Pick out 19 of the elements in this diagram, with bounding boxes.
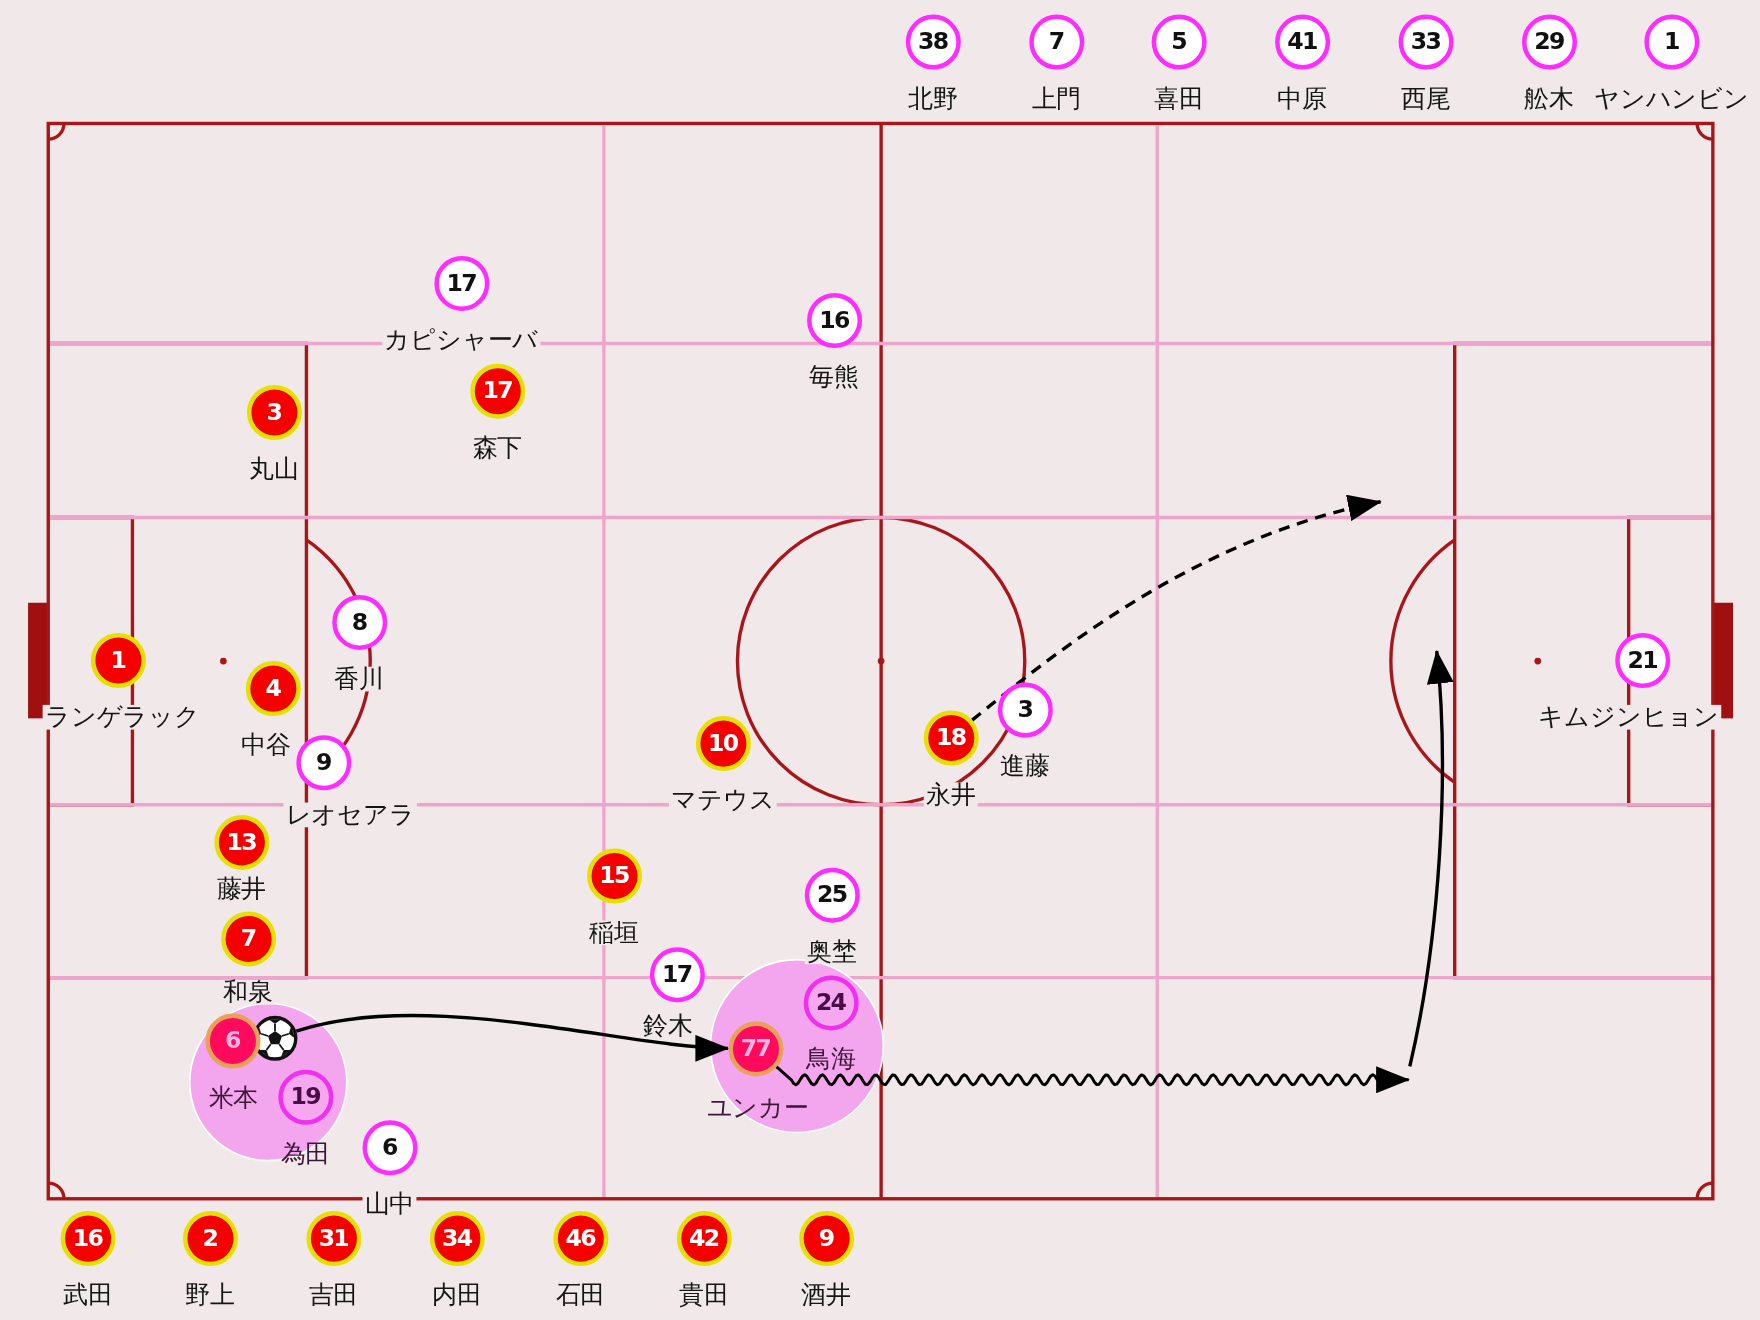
player-name: 西尾: [1398, 86, 1453, 112]
player-token: 34: [429, 1210, 485, 1266]
player-token: 16: [60, 1210, 116, 1266]
player-name: 野上: [182, 1282, 237, 1308]
player-token: 5: [1151, 14, 1207, 70]
player-token: 29: [1521, 14, 1577, 70]
player-name: 舩木: [1522, 86, 1576, 112]
player-name: 中原: [1275, 86, 1329, 112]
player-name: 北野: [905, 86, 960, 112]
player-token: 38: [905, 14, 961, 70]
player-token: 1: [1643, 14, 1699, 70]
player-token: 7: [1028, 14, 1084, 70]
player-token: 41: [1274, 14, 1330, 70]
player-token: 46: [552, 1210, 608, 1266]
player-token: 9: [798, 1210, 854, 1266]
player-token: 33: [1398, 14, 1453, 70]
player-token: 31: [305, 1210, 361, 1266]
player-token: 2: [182, 1210, 238, 1266]
player-token: 42: [676, 1210, 732, 1266]
